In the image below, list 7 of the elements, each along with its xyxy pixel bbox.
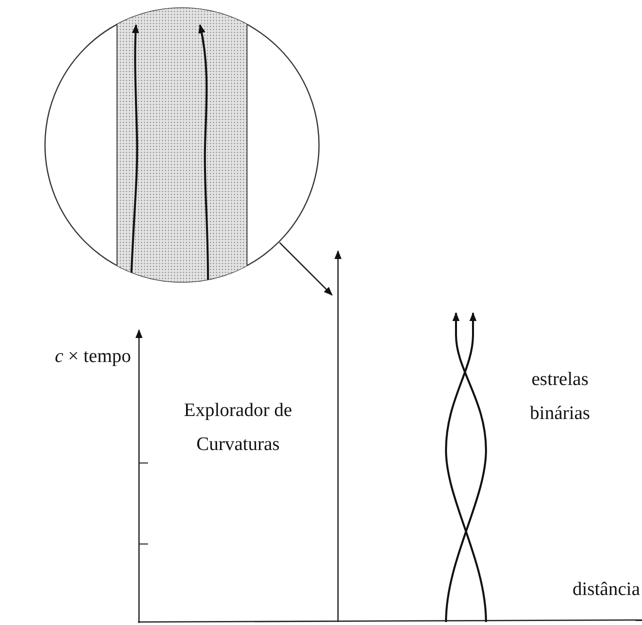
worldline-arrow: [334, 250, 342, 622]
leader-arrow: [279, 242, 333, 296]
series-label: estrelas binárias: [528, 368, 592, 426]
magnified-view-drawing: [44, 7, 320, 283]
axis-label: c × tempo: [54, 345, 131, 369]
axis-label: distância: [571, 578, 640, 602]
worldline-label: Explorador de Curvaturas: [182, 399, 294, 457]
